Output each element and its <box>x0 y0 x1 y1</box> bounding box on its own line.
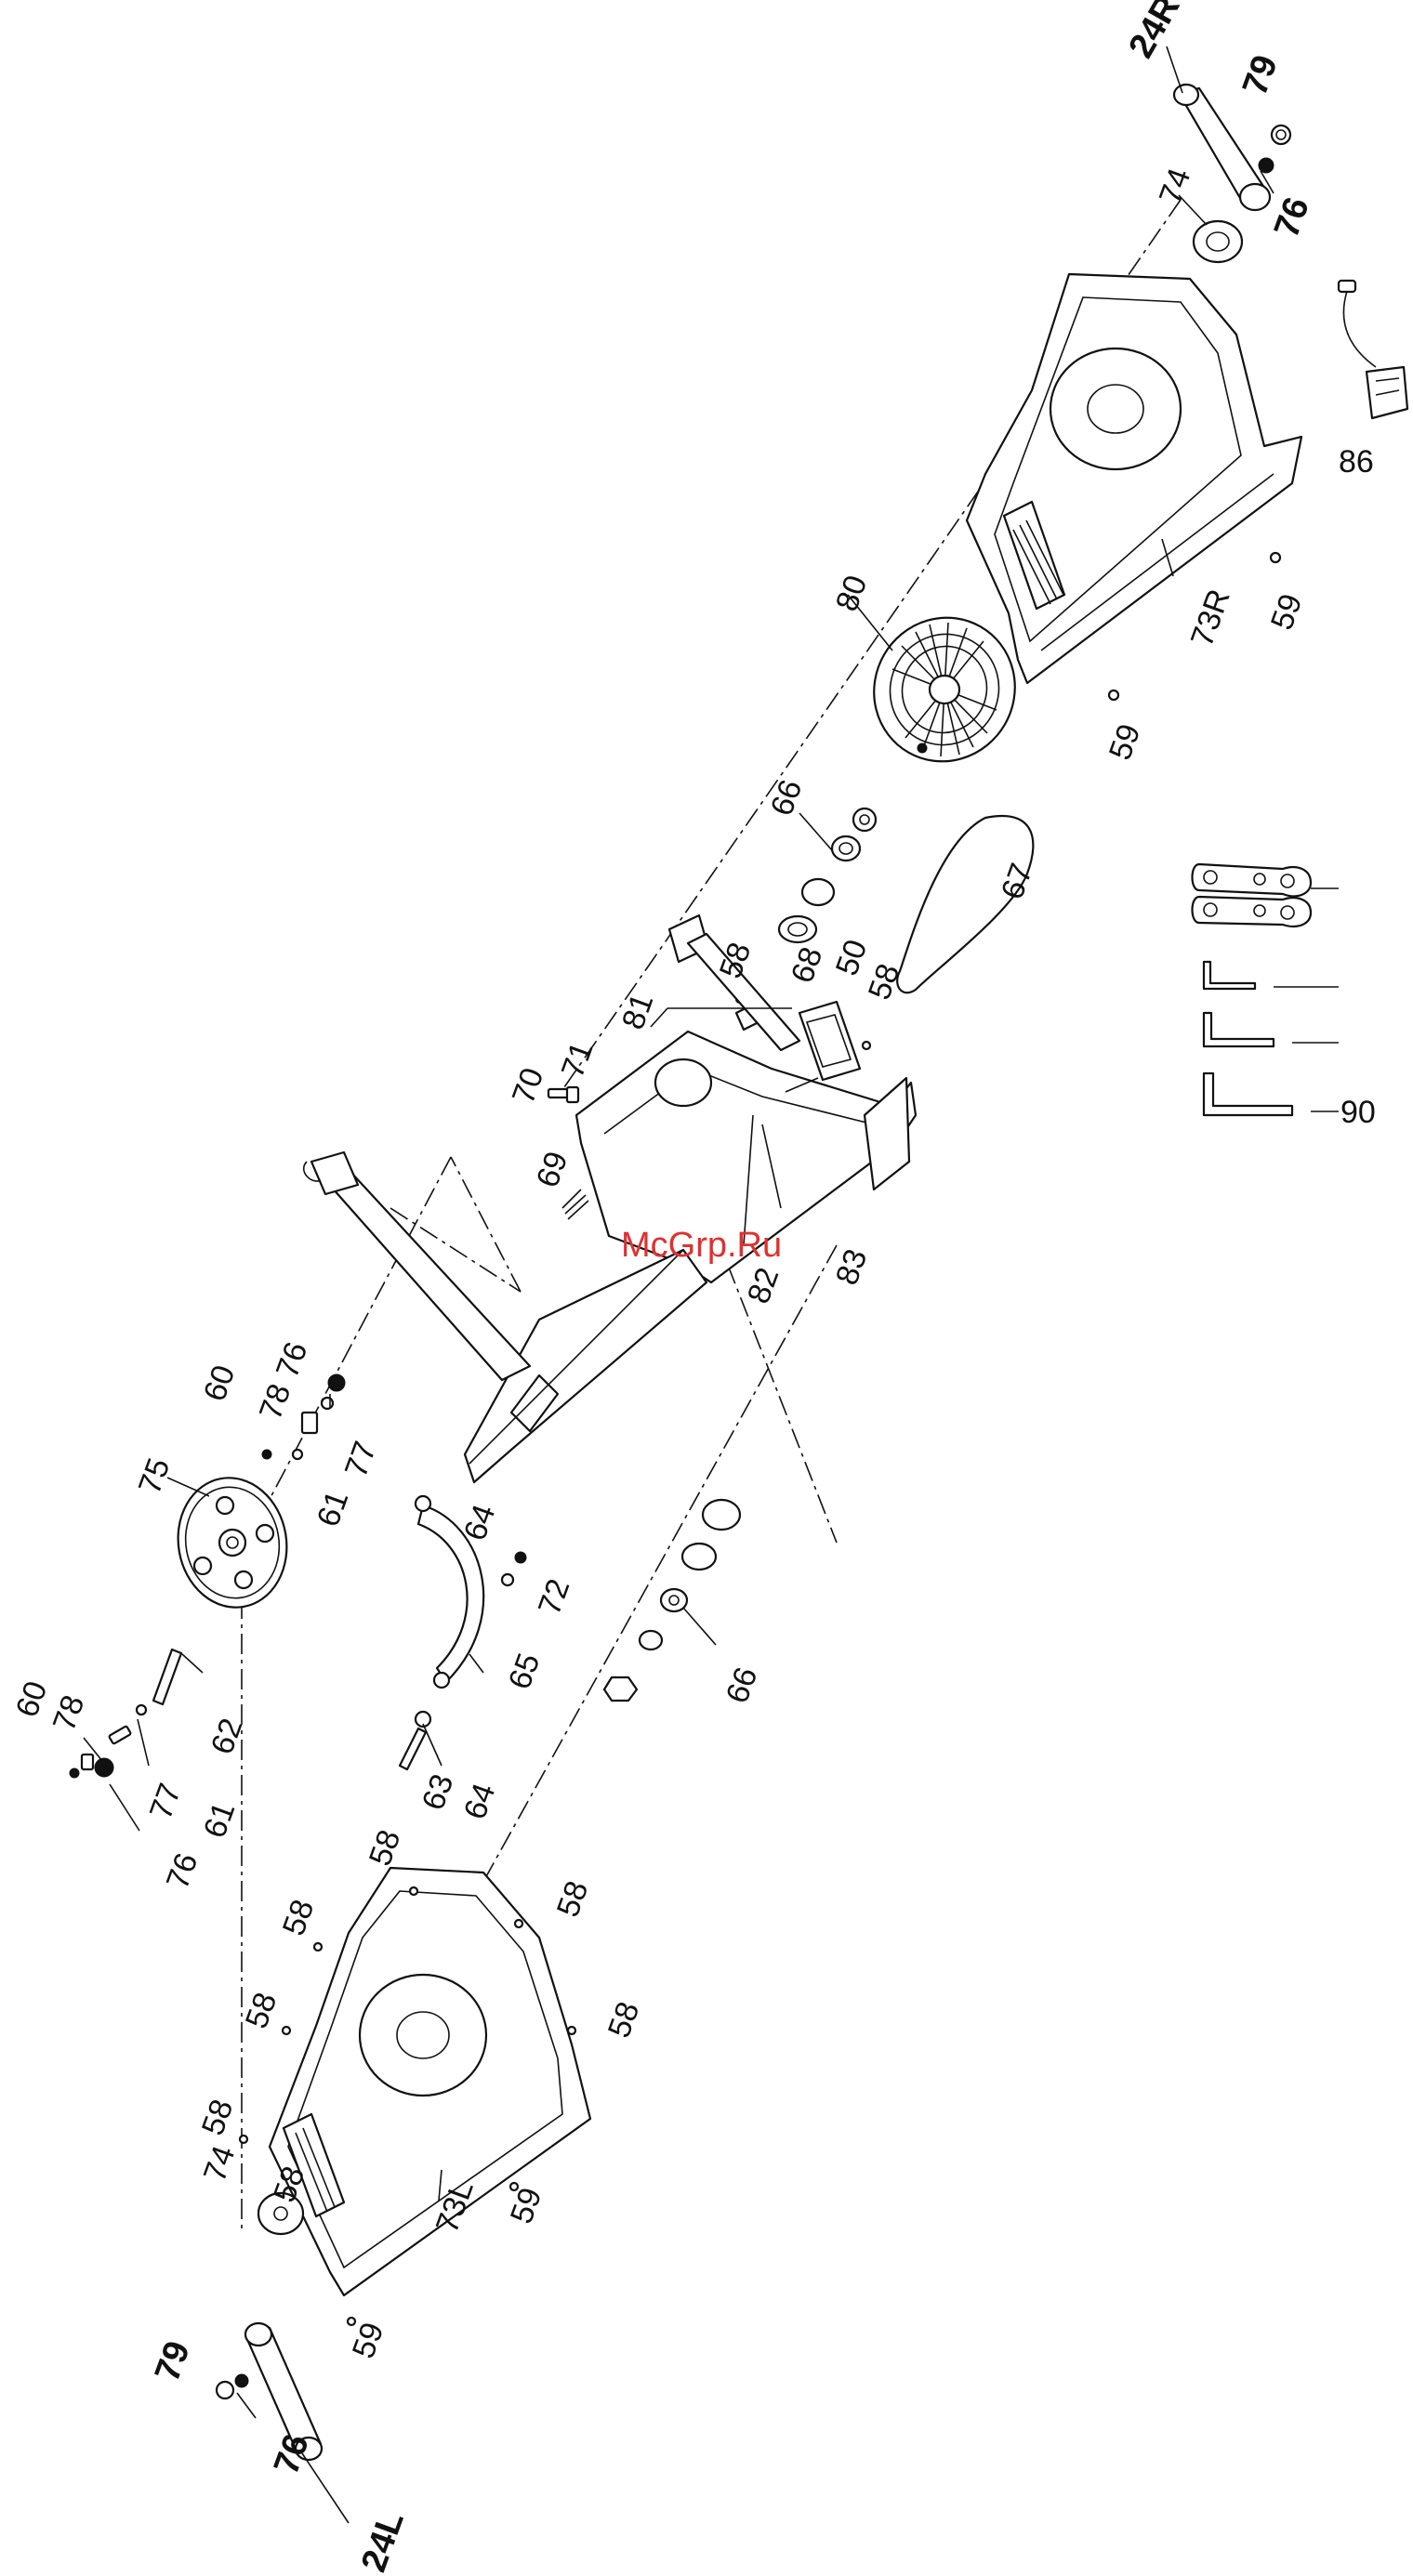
axle-62 <box>153 1649 181 1704</box>
label-76-top: 76 <box>1267 192 1317 243</box>
label-66-bottom: 66 <box>720 1663 765 1708</box>
nut-79-bottom <box>217 2382 233 2399</box>
side-cover-right-73R <box>967 274 1301 683</box>
label-59-a: 59 <box>1264 589 1310 635</box>
label-77-b: 77 <box>143 1779 189 1824</box>
screw-59-d <box>348 2318 355 2325</box>
label-63: 63 <box>416 1769 461 1815</box>
label-64-b: 64 <box>457 1779 503 1824</box>
label-66-top: 66 <box>764 775 810 821</box>
pulley-wheel-75 <box>168 1469 297 1616</box>
label-83: 83 <box>829 1244 875 1290</box>
bolt-63 <box>400 1712 430 1769</box>
screw-58-b <box>863 1042 870 1049</box>
screw-59-b <box>1109 690 1118 700</box>
label-78-b: 78 <box>46 1690 92 1736</box>
label-86: 86 <box>1339 444 1374 480</box>
upright-post <box>304 1152 530 1380</box>
label-77-a: 77 <box>338 1437 384 1482</box>
label-62: 62 <box>205 1714 250 1759</box>
bolt-71 <box>567 1087 578 1102</box>
label-73R: 73R <box>1184 585 1237 651</box>
label-58-g: 58 <box>601 1997 647 2043</box>
label-24R: 24R <box>1121 0 1187 64</box>
label-74-bottom: 74 <box>197 2141 243 2187</box>
bearing-74-top <box>1194 221 1242 262</box>
washer-76-bottom <box>235 2374 248 2387</box>
label-58-b: 58 <box>862 959 907 1005</box>
bearing-set-66-bottom <box>604 1500 740 1701</box>
label-60-a: 60 <box>197 1360 243 1406</box>
label-78-a: 78 <box>253 1379 298 1425</box>
label-68: 68 <box>785 942 830 988</box>
label-79-top: 79 <box>1235 50 1286 100</box>
guard-67 <box>897 816 1033 992</box>
sensor-86 <box>1339 281 1407 418</box>
spring-69 <box>562 1189 588 1219</box>
label-76-mid: 76 <box>270 1337 315 1383</box>
screw-59-a <box>1271 553 1280 562</box>
tool-set-90 <box>1193 864 1340 1115</box>
label-60-b: 60 <box>9 1676 55 1722</box>
nut-79-top <box>1272 125 1290 144</box>
label-80: 80 <box>829 571 875 616</box>
main-frame <box>465 915 916 1482</box>
side-cover-left-73L <box>270 1868 590 2295</box>
label-24L: 24L <box>354 2506 412 2576</box>
label-71: 71 <box>555 1037 601 1083</box>
label-79-bottom: 79 <box>148 2336 198 2386</box>
label-58-c: 58 <box>363 1825 408 1871</box>
label-58-e: 58 <box>550 1876 596 1922</box>
label-58-h: 58 <box>195 2095 241 2140</box>
label-76-b: 76 <box>160 1848 205 1894</box>
label-61-b: 61 <box>197 1797 243 1843</box>
label-58-d: 58 <box>276 1895 322 1940</box>
label-59-b: 59 <box>1103 719 1148 765</box>
bearing-set-66-top <box>779 808 876 942</box>
washer-76-top <box>1259 158 1274 173</box>
watermark: McGrp.Ru <box>621 1226 782 1265</box>
nut-72 <box>515 1552 526 1563</box>
label-74-top: 74 <box>1153 164 1198 209</box>
label-90: 90 <box>1340 1095 1376 1130</box>
label-58-f: 58 <box>239 1988 284 2033</box>
bracket-50 <box>799 1002 860 1080</box>
label-70: 70 <box>506 1063 551 1109</box>
label-72: 72 <box>532 1574 577 1620</box>
label-65: 65 <box>502 1649 548 1694</box>
label-75: 75 <box>132 1453 178 1499</box>
label-81: 81 <box>615 989 661 1034</box>
label-61-a: 61 <box>310 1486 356 1531</box>
label-82: 82 <box>741 1263 786 1308</box>
label-59-c: 59 <box>504 2183 549 2228</box>
label-69: 69 <box>530 1147 575 1192</box>
washer-64-a <box>502 1574 513 1585</box>
